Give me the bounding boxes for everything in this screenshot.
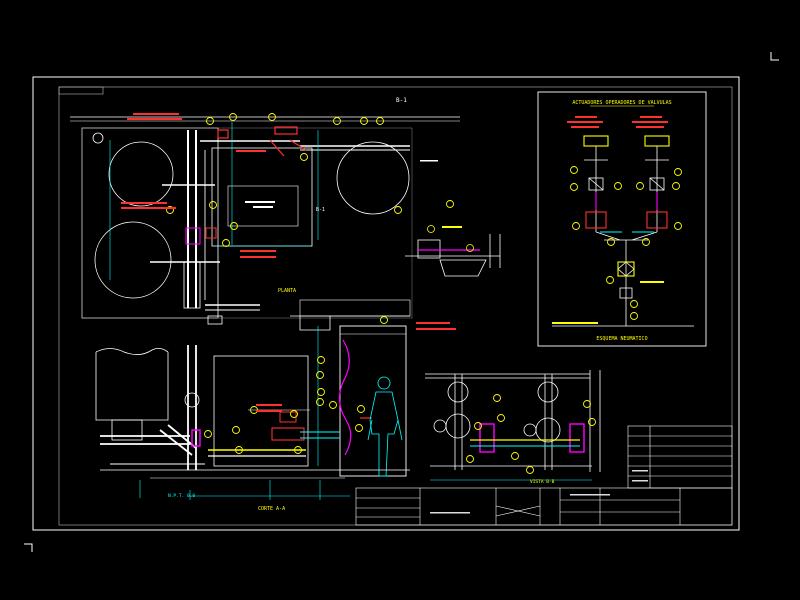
- pneumatic-scheme: ACTUADORES OPERADORES DE VALVULAS: [537, 91, 707, 347]
- section-view: N.P.T. 0.0 CORTE A-A PLANTA: [95, 288, 456, 512]
- detail-view: VISTA B-B: [425, 370, 601, 485]
- scheme-title: ACTUADORES OPERADORES DE VALVULAS: [572, 100, 671, 106]
- detail-view-title: VISTA B-B: [530, 479, 555, 485]
- drawing-frame: [32, 76, 740, 531]
- support-detail: [405, 225, 501, 277]
- section-view-title: CORTE A-A: [258, 506, 285, 512]
- level-mark: N.P.T. 0.0: [168, 493, 195, 499]
- plan-view-title: PLANTA: [278, 288, 296, 294]
- scheme-caption: ESQUEMA NEUMATICO: [596, 336, 647, 342]
- crop-marks: [24, 52, 779, 552]
- plan-view: B-1 B-1: [70, 97, 460, 325]
- title-block: [355, 425, 733, 526]
- section-marker-top: B-1: [396, 97, 407, 104]
- operator-figure: [367, 376, 403, 477]
- section-marker-right: B-1: [316, 207, 325, 213]
